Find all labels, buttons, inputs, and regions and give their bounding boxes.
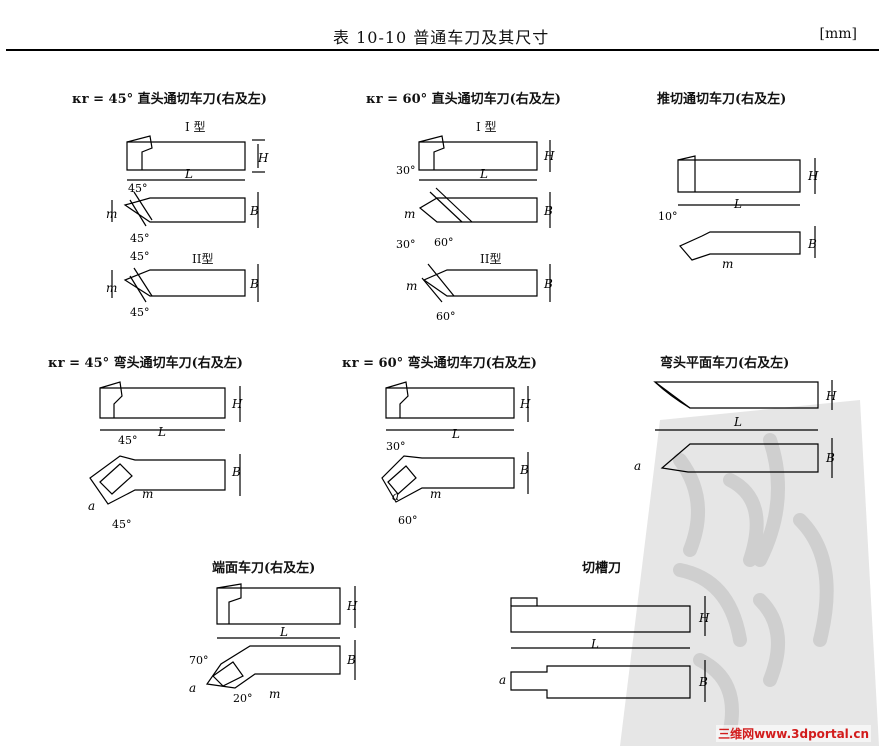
- angle-60-bent: 60°: [398, 514, 418, 527]
- figure-push-cut: H L B m 10°: [658, 155, 819, 271]
- angle-45-bent-b: 45°: [112, 518, 132, 531]
- dim-m-60bent: m: [430, 487, 441, 501]
- dim-a-60bent: a: [392, 489, 399, 503]
- caption-45-bent: κr = 45° 弯头通切车刀(右及左): [48, 356, 243, 371]
- angle-10: 10°: [658, 210, 678, 223]
- unit-label: [mm]: [819, 26, 857, 42]
- figure-60-straight: H L B B m m 30° 60° 30° 60°: [396, 135, 555, 323]
- dim-H-groove: H: [698, 611, 710, 625]
- angle-45-b: 45°: [130, 232, 150, 245]
- dim-H-60: H: [543, 149, 555, 163]
- caption-grooving: 切槽刀: [582, 561, 622, 576]
- dim-B-push: B: [807, 237, 817, 251]
- dim-m-45a: m: [106, 207, 117, 221]
- dim-B-endface: B: [346, 653, 356, 667]
- dim-B-groove: B: [698, 675, 708, 689]
- dim-H-45: H: [257, 151, 269, 165]
- figure-end-face: H L B m a 70° 20°: [189, 583, 358, 705]
- dim-B-45bent: B: [231, 465, 241, 479]
- header-rule: [6, 49, 879, 51]
- angle-45-a: 45°: [128, 182, 148, 195]
- caption-end-face: 端面车刀(右及左): [212, 561, 316, 576]
- dim-m-endface: m: [269, 687, 280, 701]
- dim-B-45a: B: [249, 204, 259, 218]
- figure-45-straight: H L B B m m 45° 45° 45° 45°: [106, 135, 269, 319]
- type1-label-45: I 型: [185, 120, 206, 134]
- dim-L-60: L: [479, 167, 488, 181]
- table-header: 表 10-10 普通车刀及其尺寸 [mm]: [0, 24, 879, 48]
- dim-B-45b: B: [249, 277, 259, 291]
- dim-L-groove: L: [590, 637, 599, 651]
- angle-60-a: 60°: [434, 236, 454, 249]
- dim-m-push: m: [722, 257, 733, 271]
- angle-70: 70°: [189, 654, 209, 667]
- dim-H-60bent: H: [519, 397, 531, 411]
- dim-m-45b: m: [106, 281, 117, 295]
- dim-B-60a: B: [543, 204, 553, 218]
- angle-45-bent-a: 45°: [118, 434, 138, 447]
- type2-label-60: II型: [480, 252, 502, 266]
- dim-L-45bent: L: [157, 425, 166, 439]
- angle-30-b: 30°: [396, 238, 416, 251]
- dim-L-45: L: [184, 167, 193, 181]
- dim-a-facing: a: [634, 459, 641, 473]
- dim-B-60b: B: [543, 277, 553, 291]
- type2-label-45: II型: [192, 252, 214, 266]
- dim-L-push: L: [733, 197, 742, 211]
- type1-label-60: I 型: [476, 120, 497, 134]
- figure-45-bent: H L B m a 45° 45°: [88, 381, 243, 531]
- caption-45-straight: κr = 45° 直头通切车刀(右及左): [72, 92, 267, 107]
- dim-H-facing: H: [825, 389, 837, 403]
- caption-push-cut: 推切通切车刀(右及左): [657, 92, 787, 107]
- angle-30-a: 30°: [396, 164, 416, 177]
- angle-20: 20°: [233, 692, 253, 705]
- caption-60-bent: κr = 60° 弯头通切车刀(右及左): [342, 356, 537, 371]
- dim-a-groove: a: [499, 673, 506, 687]
- angle-45-c: 45°: [130, 250, 150, 263]
- dim-H-45bent: H: [231, 397, 243, 411]
- dim-a-45bent: a: [88, 499, 95, 513]
- angle-60-b: 60°: [436, 310, 456, 323]
- figure-grooving: H L B a: [499, 596, 710, 702]
- dim-m-45bent: m: [142, 487, 153, 501]
- figure-60-bent: H L B m a 30° 60°: [381, 381, 531, 527]
- angle-45-d: 45°: [130, 306, 150, 319]
- dim-L-facing: L: [733, 415, 742, 429]
- dim-H-push: H: [807, 169, 819, 183]
- watermark-seal: [620, 400, 879, 746]
- dim-H-endface: H: [346, 599, 358, 613]
- dim-a-endface: a: [189, 681, 196, 695]
- dim-m-60b: m: [406, 279, 417, 293]
- dim-m-60a: m: [404, 207, 415, 221]
- figure-bent-facing: H L B a: [634, 380, 837, 478]
- dim-B-60bent: B: [519, 463, 529, 477]
- caption-60-straight: κr = 60° 直头通切车刀(右及左): [366, 92, 561, 107]
- caption-bent-facing: 弯头平面车刀(右及左): [660, 356, 790, 371]
- dim-L-60bent: L: [451, 427, 460, 441]
- site-watermark: 三维网www.3dportal.cn: [716, 725, 871, 742]
- table-title: 表 10-10 普通车刀及其尺寸: [333, 28, 550, 47]
- angle-30-bent: 30°: [386, 440, 406, 453]
- dim-B-facing: B: [825, 451, 835, 465]
- dim-L-endface: L: [279, 625, 288, 639]
